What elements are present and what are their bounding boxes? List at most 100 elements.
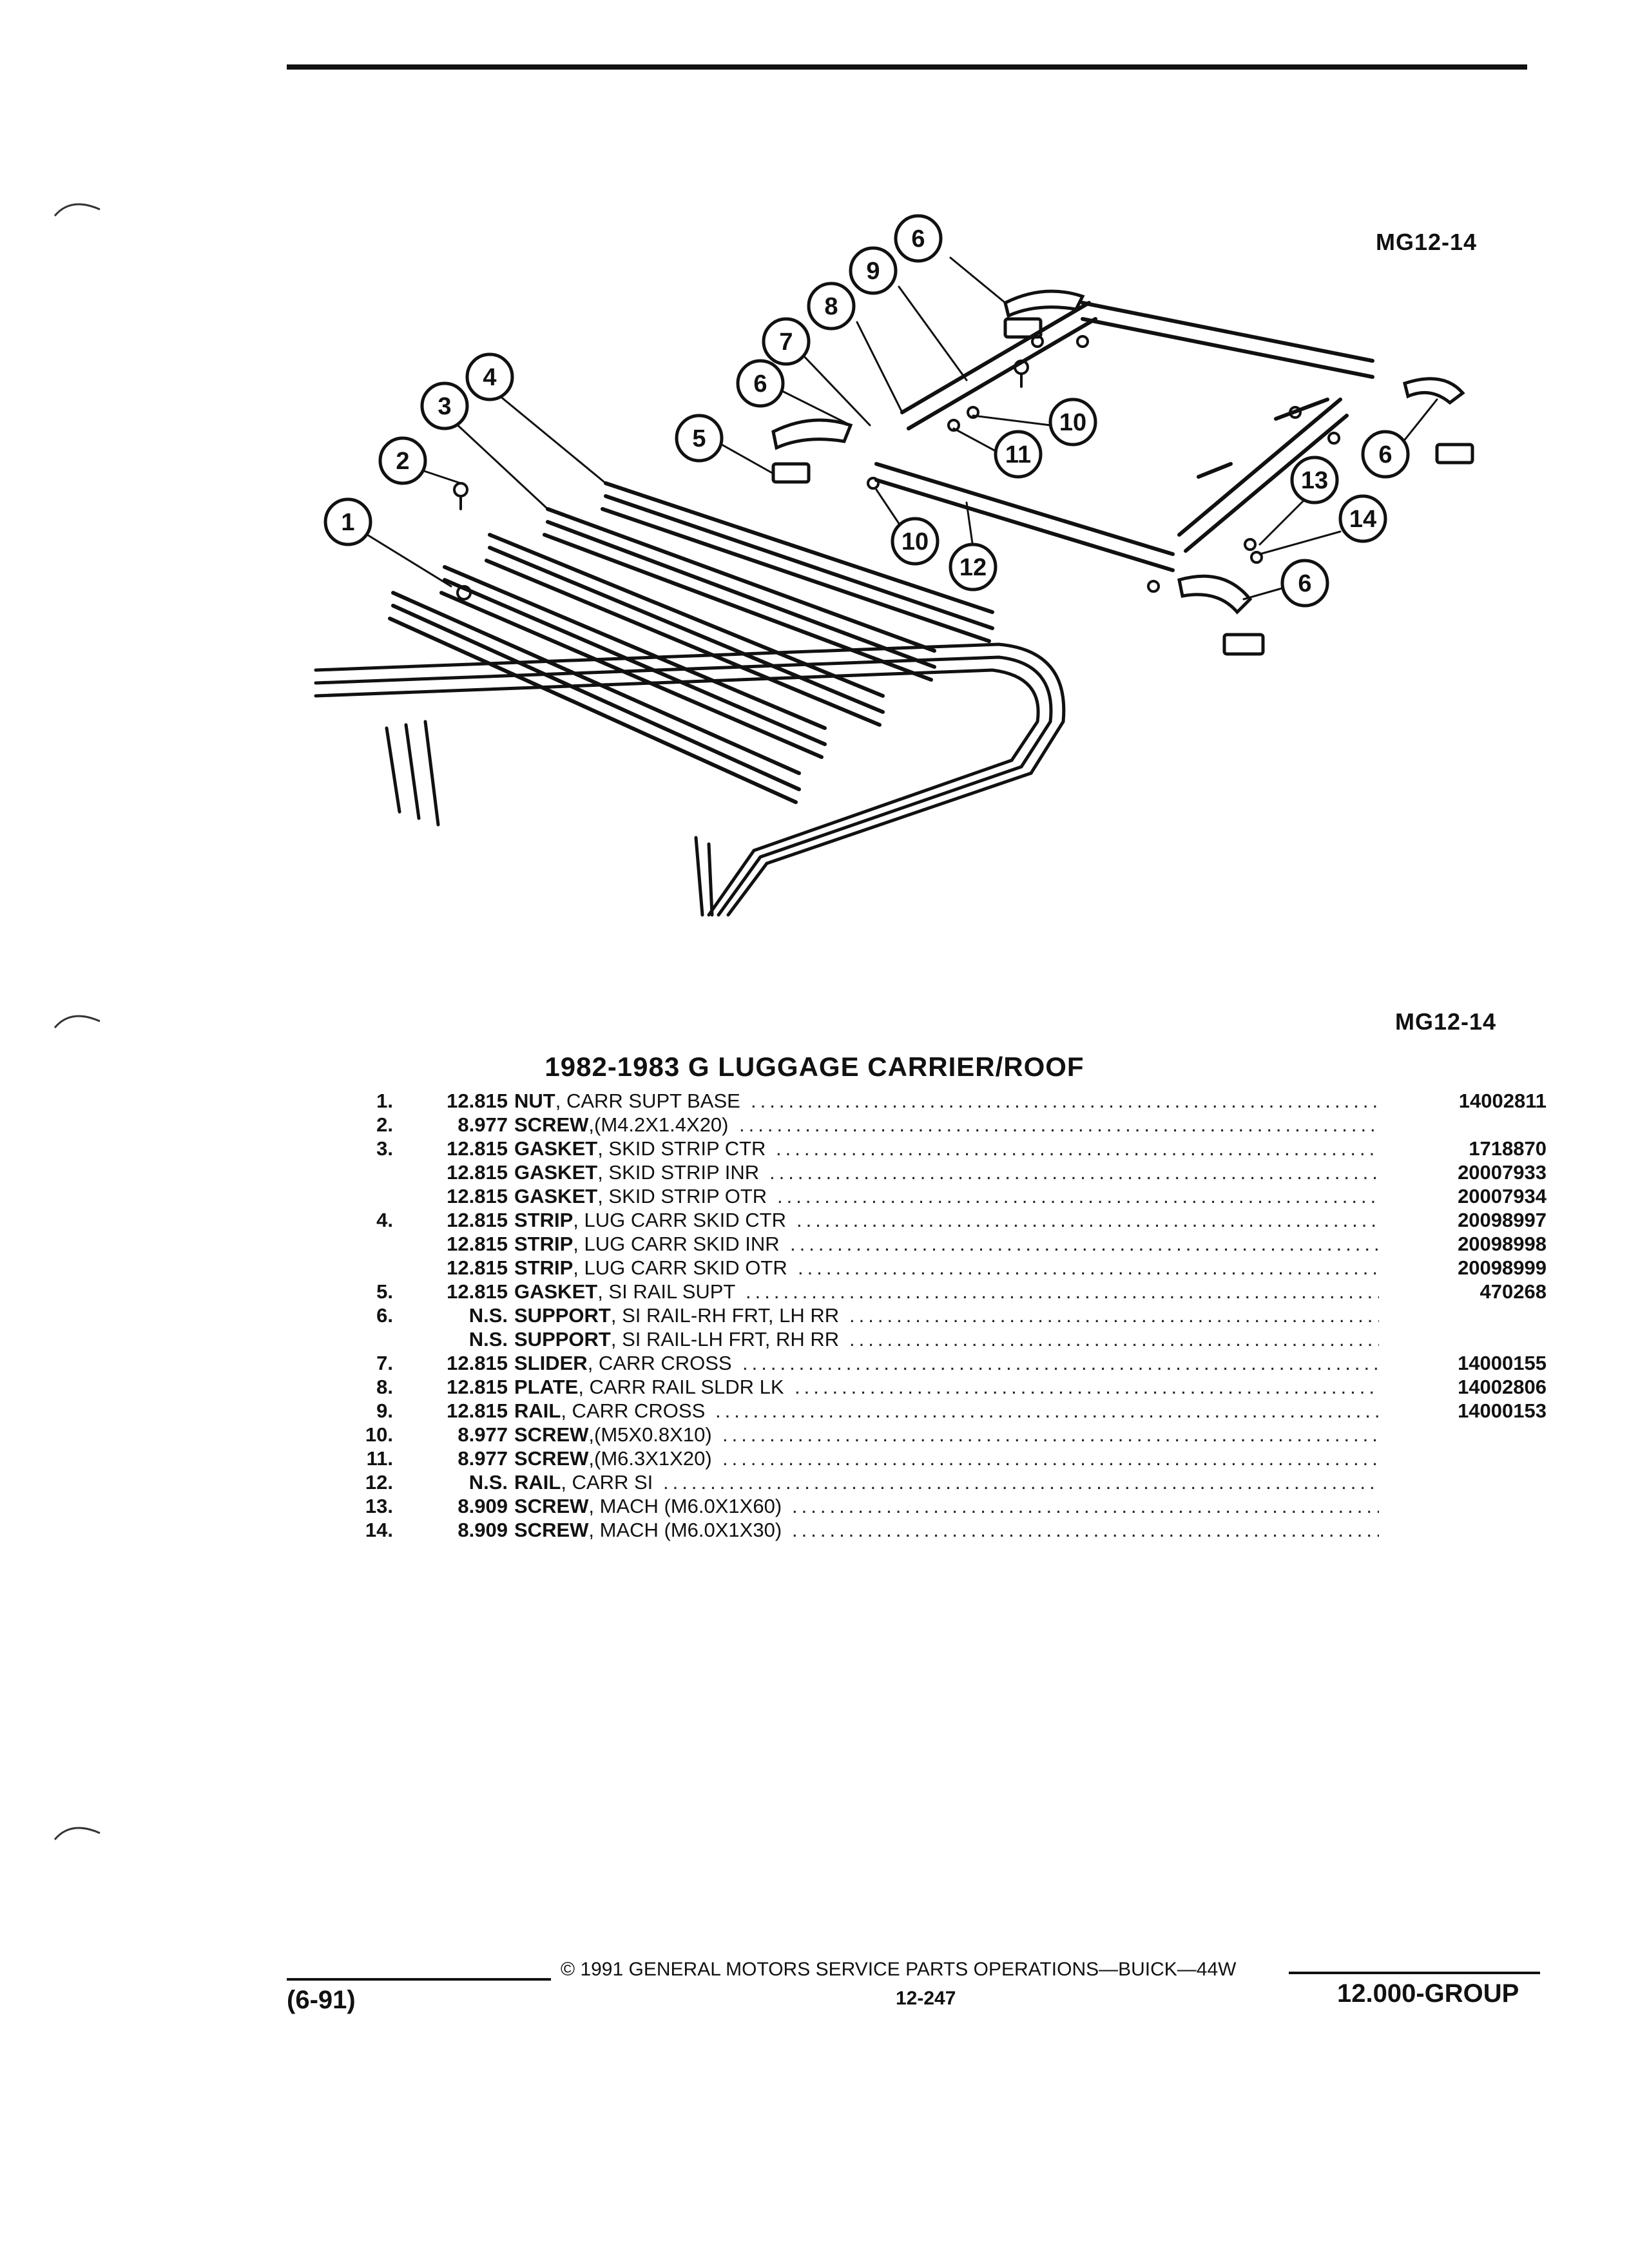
callout-13: 13 — [1301, 467, 1328, 494]
rail-supports — [771, 289, 1474, 656]
leader-dots: ........................................… — [792, 1519, 1379, 1541]
part-description: GASKET, SKID STRIP CTR — [514, 1137, 766, 1160]
part-detail: ,(M4.2X1.4X20) — [588, 1113, 729, 1136]
parts-list-row: 10. 8.977 SCREW,(M5X0.8X10)...............… — [335, 1423, 1547, 1446]
callout-3: 3 — [438, 393, 451, 420]
binder-hole-mark-1 — [53, 203, 101, 216]
callout-7: 7 — [779, 329, 793, 356]
part-detail: , CARR SI — [561, 1471, 653, 1494]
part-ref-number: 13. — [365, 1495, 393, 1517]
part-detail: , CARR SUPT BASE — [555, 1090, 740, 1112]
part-group-number: N.S. — [468, 1471, 508, 1494]
part-description: SLIDER, CARR CROSS — [514, 1351, 732, 1375]
part-name: STRIP — [514, 1209, 574, 1231]
exploded-view-diagram: 1 2 3 4 5 6 7 8 9 6 10 11 10 12 13 14 6 … — [314, 214, 1474, 917]
part-number: 14002811 — [1458, 1090, 1547, 1112]
callout-10b: 10 — [901, 528, 929, 555]
leader-dots: ........................................… — [769, 1161, 1379, 1184]
part-description: SCREW, MACH (M6.0X1X30) — [514, 1518, 782, 1542]
part-ref-number: 10. — [365, 1423, 393, 1446]
leader-dots: ........................................… — [777, 1185, 1379, 1207]
callout-2: 2 — [396, 448, 409, 475]
part-name: SUPPORT — [514, 1304, 611, 1327]
part-description: GASKET, SI RAIL SUPT — [514, 1280, 735, 1303]
top-rule — [287, 64, 1527, 70]
leader-dots: ........................................… — [722, 1447, 1379, 1470]
part-description: NUT, CARR SUPT BASE — [514, 1089, 740, 1113]
footer-rule-left — [287, 1978, 551, 1981]
part-description: GASKET, SKID STRIP INR — [514, 1160, 759, 1184]
rails — [874, 301, 1374, 572]
part-group-number: 8.977 — [458, 1423, 508, 1446]
part-detail: , SI RAIL-LH FRT, RH RR — [610, 1328, 840, 1350]
callout-11: 11 — [1005, 441, 1031, 468]
footer-page-number: 12-247 — [896, 1988, 956, 2009]
part-number: 470268 — [1480, 1280, 1547, 1303]
figure-code-top: MG12-14 — [1376, 229, 1478, 255]
parts-list: 1. 12.815 NUT, CARR SUPT BASE.............… — [335, 1089, 1547, 1542]
part-description: RAIL, CARR CROSS — [514, 1399, 705, 1423]
part-group-number: 12.815 — [447, 1090, 508, 1112]
part-number: 20098997 — [1458, 1209, 1547, 1231]
part-number: 14000155 — [1458, 1352, 1547, 1374]
leader-dots: ........................................… — [776, 1137, 1379, 1160]
part-group-number: 12.815 — [447, 1280, 508, 1303]
part-name: SCREW — [514, 1447, 589, 1470]
part-ref-number: 12. — [365, 1471, 393, 1494]
callout-12: 12 — [959, 554, 987, 581]
callout-6c: 6 — [1378, 441, 1392, 468]
part-description: SCREW, MACH (M6.0X1X60) — [514, 1494, 782, 1518]
part-detail: ,(M6.3X1X20) — [588, 1447, 712, 1470]
leader-dots: ........................................… — [742, 1352, 1379, 1374]
part-name: PLATE — [514, 1376, 579, 1398]
callout-1: 1 — [341, 509, 354, 536]
part-group-number: 12.815 — [447, 1376, 508, 1398]
part-description: SCREW,(M5X0.8X10) — [514, 1423, 712, 1446]
part-description: SUPPORT, SI RAIL-LH FRT, RH RR — [514, 1327, 839, 1351]
part-ref-number: 7. — [376, 1352, 393, 1374]
part-group-number: N.S. — [468, 1304, 508, 1327]
part-name: RAIL — [514, 1399, 561, 1422]
part-group-number: 12.815 — [447, 1399, 508, 1422]
part-number: 20007933 — [1458, 1161, 1547, 1184]
part-group-number: N.S. — [468, 1328, 508, 1350]
part-name: STRIP — [514, 1256, 574, 1279]
skid-strips — [388, 481, 994, 804]
part-ref-number: 8. — [376, 1376, 393, 1398]
callout-6a: 6 — [753, 370, 767, 398]
parts-list-row: 14. 8.909 SCREW, MACH (M6.0X1X30).........… — [335, 1518, 1547, 1542]
car-roof-outline — [314, 642, 1066, 917]
page-title: 1982-1983 G LUGGAGE CARRIER/ROOF — [545, 1052, 1084, 1082]
part-ref-number: 1. — [376, 1090, 393, 1112]
part-group-number: 12.815 — [447, 1256, 508, 1279]
part-detail: , MACH (M6.0X1X60) — [588, 1495, 782, 1517]
part-name: GASKET — [514, 1161, 598, 1184]
leader-dots: ........................................… — [746, 1280, 1379, 1303]
part-description: STRIP, LUG CARR SKID CTR — [514, 1208, 786, 1232]
part-ref-number: 14. — [365, 1519, 393, 1541]
part-detail: , LUG CARR SKID CTR — [573, 1209, 787, 1231]
leader-dots: ........................................… — [722, 1423, 1379, 1446]
leader-dots: ........................................… — [849, 1328, 1379, 1350]
leader-dots: ........................................… — [792, 1495, 1379, 1517]
part-group-number: 12.815 — [447, 1233, 508, 1255]
part-detail: , CARR CROSS — [587, 1352, 732, 1374]
part-ref-number: 6. — [376, 1304, 393, 1327]
leader-dots: ........................................… — [715, 1399, 1379, 1422]
part-detail: , SI RAIL SUPT — [597, 1280, 736, 1303]
part-name: SCREW — [514, 1423, 589, 1446]
part-ref-number: 4. — [376, 1209, 393, 1231]
part-name: NUT — [514, 1090, 555, 1112]
part-number: 20098998 — [1458, 1233, 1547, 1255]
part-group-number: 12.815 — [447, 1209, 508, 1231]
part-group-number: 8.909 — [458, 1519, 508, 1541]
part-detail: , LUG CARR SKID OTR — [573, 1256, 787, 1279]
